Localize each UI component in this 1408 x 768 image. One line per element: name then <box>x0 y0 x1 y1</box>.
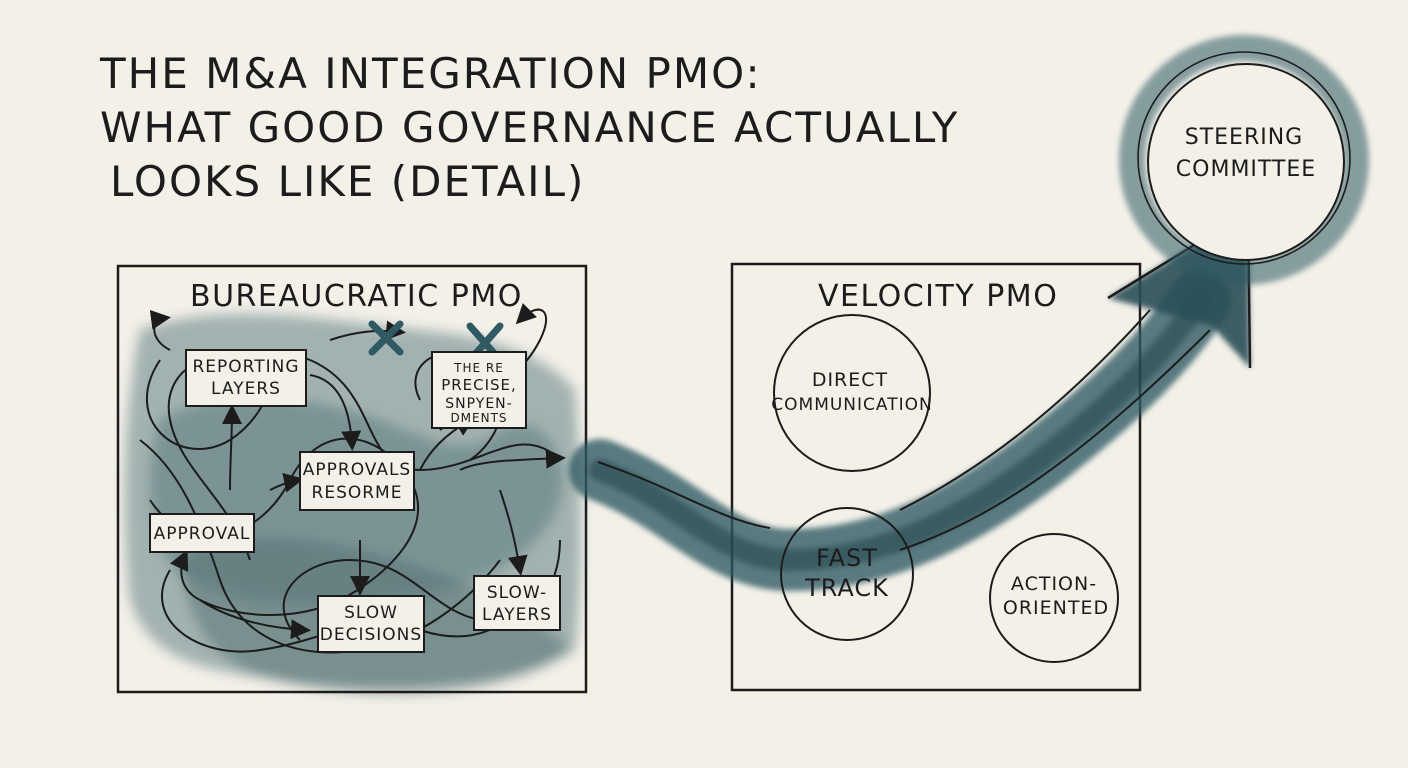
title-line-2: WHAT GOOD GOVERNANCE ACTUALLY <box>100 103 959 152</box>
box-approvals-line-1: APPROVALS <box>303 460 411 480</box>
box-approvals-line-2: RESORME <box>312 483 403 503</box>
page-title: THE M&A INTEGRATION PMO: WHAT GOOD GOVER… <box>99 49 959 206</box>
velocity-frame <box>730 262 1142 692</box>
bureaucratic-pmo-panel: BUREAUCRATIC PMO <box>116 264 588 694</box>
box-reporting-line-1: REPORTING <box>192 357 299 377</box>
title-line-1: THE M&A INTEGRATION PMO: <box>99 49 762 98</box>
box-slow-decisions-line-2: DECISIONS <box>320 625 422 645</box>
box-slow-layers: SLOW- LAYERS <box>473 575 561 631</box>
box-approval: APPROVAL <box>149 513 255 553</box>
box-reporting-line-2: LAYERS <box>211 379 281 399</box>
box-precise-line-1: THE RE <box>453 361 504 375</box>
steering-committee-node: STEERING COMMITTEE <box>1119 35 1369 285</box>
velocity-pmo-panel: VELOCITY PMO <box>730 262 1142 692</box>
node-direct-line-1: DIRECT <box>812 369 888 391</box>
bureaucratic-title: BUREAUCRATIC PMO <box>190 279 523 314</box>
velocity-title: VELOCITY PMO <box>818 279 1058 314</box>
node-fast-line-1: FAST <box>816 544 878 572</box>
title-line-3: LOOKS LIKE (DETAIL) <box>110 157 585 206</box>
box-slow-layers-line-1: SLOW- <box>487 583 547 603</box>
box-precise-line-2: PRECISE, <box>441 376 517 394</box>
node-action-line-2: ORIENTED <box>1003 597 1109 619</box>
box-precise-line-4: DMENTS <box>450 411 507 425</box>
box-approvals-resorme: APPROVALS RESORME <box>299 451 415 511</box>
steering-line-1: STEERING <box>1185 125 1303 150</box>
box-slow-decisions-line-1: SLOW <box>344 603 398 623</box>
node-action-oriented: ACTION- ORIENTED <box>989 533 1119 663</box>
box-slow-decisions: SLOW DECISIONS <box>317 595 425 653</box>
node-fast-line-2: TRACK <box>804 574 889 602</box>
node-fast-track: FAST TRACK <box>780 507 914 641</box>
box-precise-line-3: SNPYEN- <box>445 396 512 412</box>
steering-line-2: COMMITTEE <box>1176 157 1316 182</box>
box-approval-line-1: APPROVAL <box>154 524 251 544</box>
node-direct-line-2: COMMUNICATION <box>771 395 932 415</box>
box-reporting-layers: REPORTING LAYERS <box>185 349 307 407</box>
blocked-x-mark-1 <box>368 320 404 356</box>
node-direct-communication: DIRECT COMMUNICATION <box>771 314 932 472</box>
node-action-line-1: ACTION- <box>1011 573 1097 595</box>
box-precise: THE RE PRECISE, SNPYEN- DMENTS <box>431 351 527 429</box>
box-slow-layers-line-2: LAYERS <box>482 605 552 625</box>
